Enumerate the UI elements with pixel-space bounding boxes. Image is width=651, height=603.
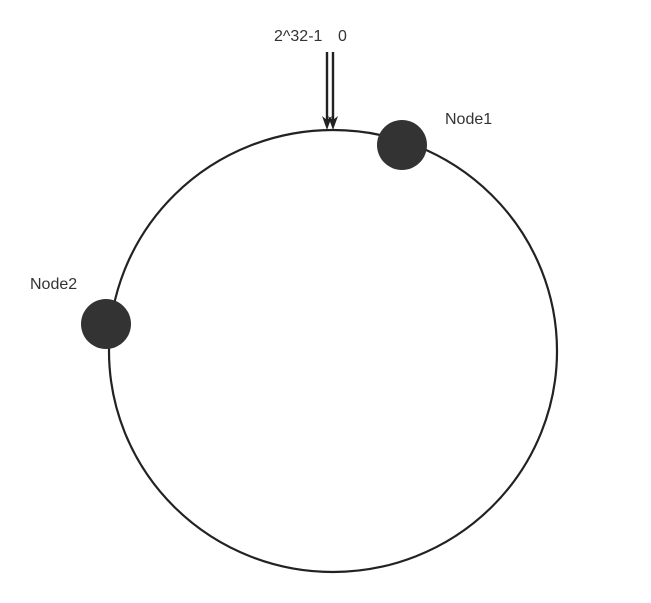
ring-origin-arrow: [322, 52, 338, 130]
ring-label-max: 2^32-1: [274, 28, 323, 45]
node1-label: Node1: [445, 111, 492, 128]
ring-label-zero: 0: [338, 28, 347, 45]
node1-marker: [377, 120, 427, 170]
node2-label: Node2: [30, 276, 77, 293]
arrowhead-right: [328, 116, 338, 130]
node2-marker: [81, 299, 131, 349]
hash-ring: [107, 128, 559, 574]
